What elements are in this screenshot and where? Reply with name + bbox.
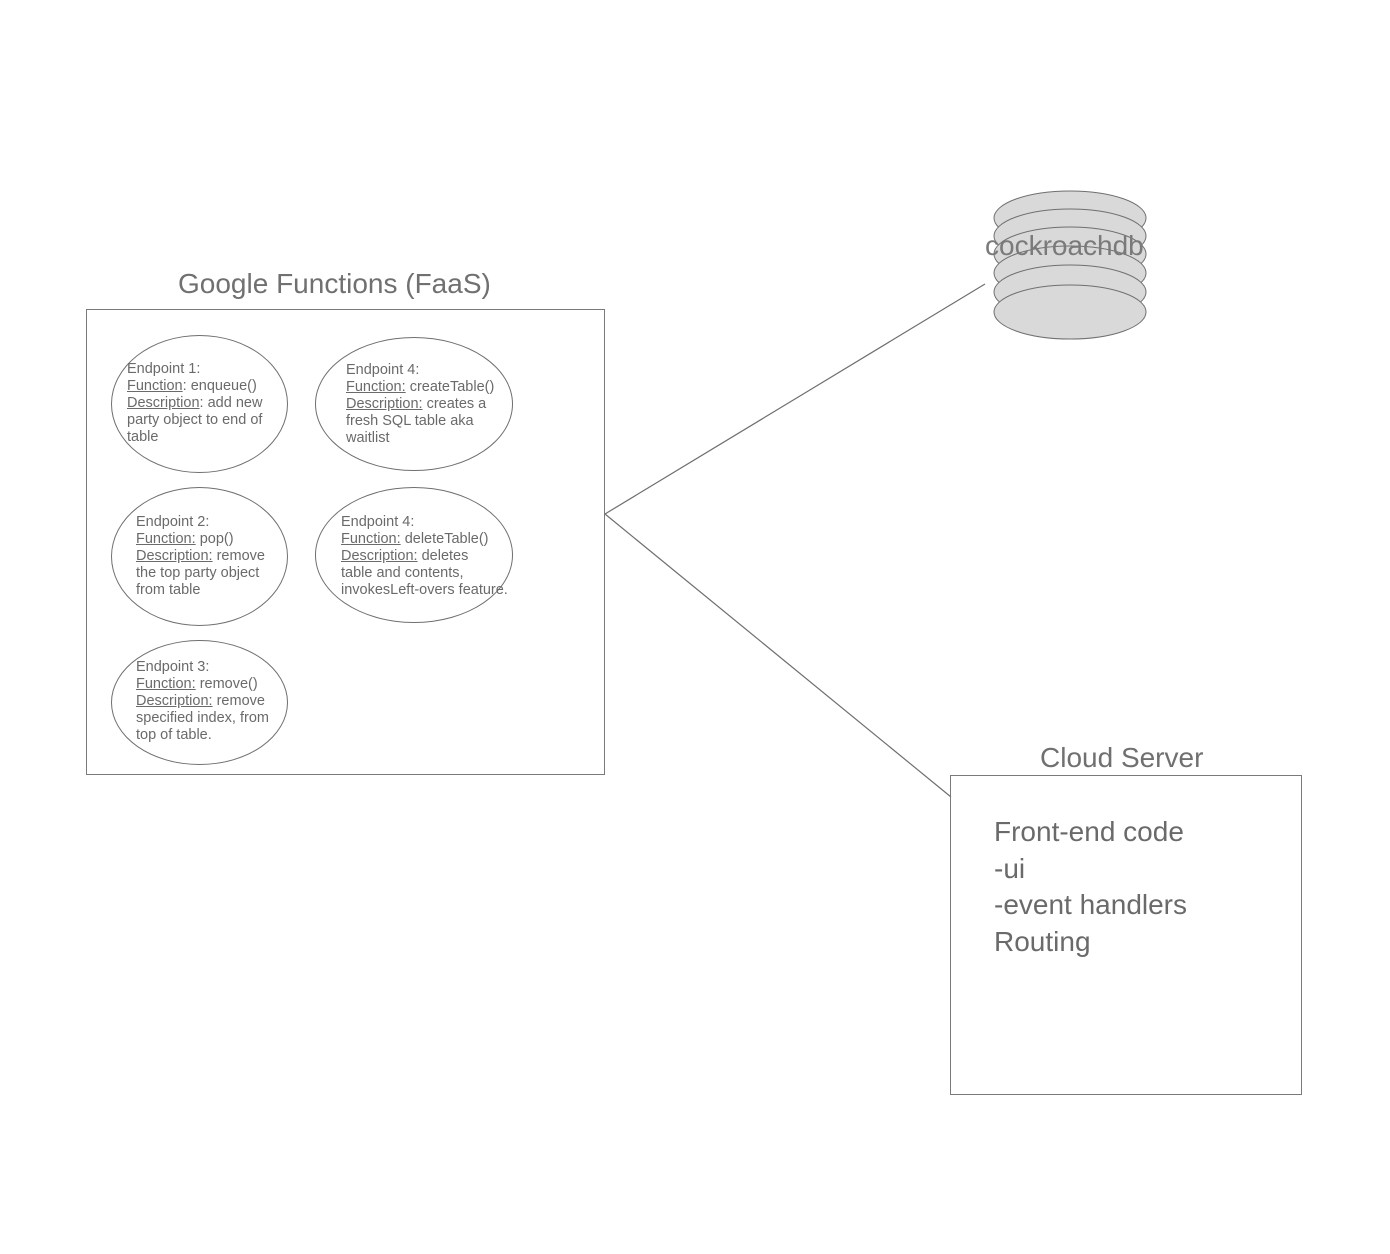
cloud-server-container: [950, 775, 1302, 1095]
description-text: deletes: [421, 548, 469, 564]
endpoint-4-delete-node: [315, 487, 513, 623]
function-label: Function:: [136, 676, 196, 692]
endpoint-4-create-text: Endpoint 4: Function: createTable() Desc…: [346, 362, 494, 447]
function-label: Function:: [346, 379, 406, 395]
description-text: invokesLeft-overs feature.: [341, 582, 508, 598]
description-text: top of table.: [136, 727, 212, 743]
cloud-server-contents: Front-end code -ui -event handlers Routi…: [994, 814, 1187, 960]
function-value: enqueue(): [190, 378, 257, 394]
server-line: -ui: [994, 852, 1026, 884]
server-line: Routing: [994, 925, 1091, 957]
description-text: remove: [216, 693, 265, 709]
endpoint-heading: Endpoint 2:: [136, 514, 210, 530]
description-label: Description:: [136, 693, 213, 709]
function-value: remove(): [199, 676, 258, 692]
description-text: specified index, from: [136, 710, 269, 726]
endpoint-heading: Endpoint 4:: [346, 362, 420, 378]
endpoint-3-node: [111, 640, 288, 765]
description-label: Description:: [341, 548, 418, 564]
endpoint-2-node: [111, 487, 288, 626]
endpoint-4-create-node: [315, 337, 513, 471]
faas-to-db-connector: [604, 283, 986, 515]
faas-to-server-connector: [604, 513, 952, 798]
endpoint-2-text: Endpoint 2: Function: pop() Description:…: [136, 514, 265, 599]
description-label: Description:: [136, 548, 213, 564]
function-label: Function: [127, 378, 183, 394]
endpoint-heading: Endpoint 1:: [127, 361, 201, 377]
function-value: createTable(): [409, 379, 495, 395]
description-label: Description: [127, 395, 200, 411]
endpoint-3-text: Endpoint 3: Function: remove() Descripti…: [136, 659, 269, 744]
endpoint-1-node: [111, 335, 288, 473]
faas-container: [86, 309, 605, 775]
description-text: the top party object: [136, 565, 260, 581]
description-text: party object to end of: [127, 412, 263, 428]
description-text: table: [127, 429, 159, 445]
server-line: -event handlers: [994, 889, 1188, 920]
description-text: remove: [216, 548, 265, 564]
endpoint-heading: Endpoint 3:: [136, 659, 210, 675]
description-text: from table: [136, 582, 201, 598]
function-label: Function:: [341, 531, 401, 547]
endpoint-heading: Endpoint 4:: [341, 514, 415, 530]
description-text: add new: [207, 395, 263, 411]
database-icon: [993, 190, 1147, 340]
description-text: waitlist: [346, 430, 390, 446]
db-disc: [993, 284, 1147, 340]
description-text: fresh SQL table aka: [346, 413, 474, 429]
description-text: creates a: [426, 396, 487, 412]
endpoint-1-text: Endpoint 1: Function: enqueue() Descript…: [127, 361, 263, 445]
function-label: Function:: [136, 531, 196, 547]
faas-title: Google Functions (FaaS): [178, 268, 491, 299]
function-value: deleteTable(): [404, 531, 489, 547]
server-line: Front-end code: [994, 816, 1184, 847]
description-text: table and contents,: [341, 565, 464, 581]
endpoint-4-delete-text: Endpoint 4: Function: deleteTable() Desc…: [341, 514, 508, 599]
function-value: pop(): [199, 531, 234, 547]
description-label: Description:: [346, 396, 423, 412]
database-label: cockroachdb: [985, 230, 1144, 261]
cloud-server-title: Cloud Server: [1040, 742, 1204, 773]
